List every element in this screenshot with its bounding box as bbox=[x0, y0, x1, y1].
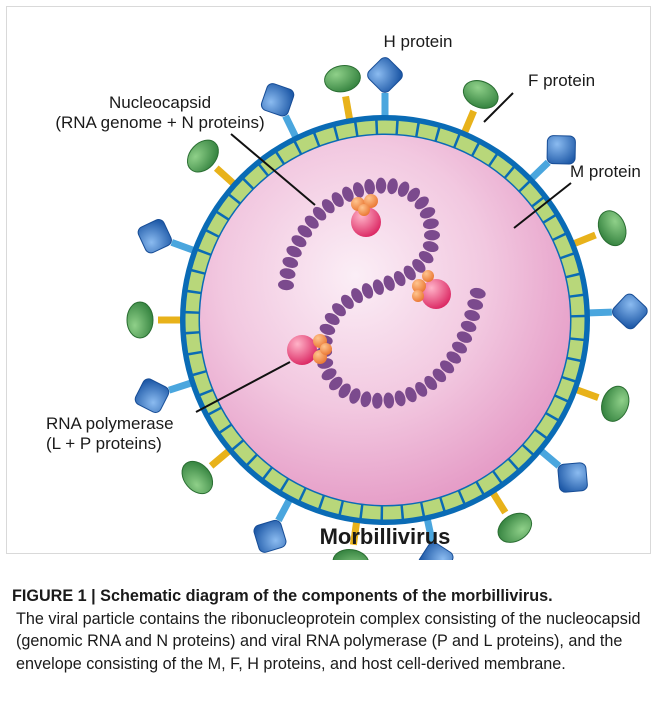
diagram-title: Morbillivirus bbox=[320, 524, 451, 549]
nucleocapsid-label: Nucleocapsid bbox=[109, 93, 211, 112]
h-protein-icon bbox=[365, 55, 405, 95]
h-protein-icon bbox=[133, 377, 171, 415]
f-protein-icon bbox=[127, 302, 153, 338]
h-protein-icon bbox=[260, 82, 296, 118]
polymerase-sublabel: (L + P proteins) bbox=[46, 434, 162, 453]
h-protein-label: H protein bbox=[384, 32, 453, 51]
polymerase-label: RNA polymerase bbox=[46, 414, 174, 433]
f-protein-icon bbox=[459, 75, 502, 113]
f-protein-icon bbox=[597, 382, 634, 425]
rna-polymerase-complex bbox=[287, 334, 332, 365]
m-protein-label: M protein bbox=[570, 162, 641, 181]
h-protein-icon bbox=[547, 136, 575, 164]
f-protein-icon bbox=[322, 63, 362, 95]
nucleocapsid-sublabel: (RNA genome + N proteins) bbox=[55, 113, 264, 132]
rna-polymerase-complex bbox=[351, 194, 381, 237]
f-protein-icon bbox=[593, 207, 631, 250]
f-protein-icon bbox=[331, 547, 370, 560]
caption-title: FIGURE 1 | Schematic diagram of the comp… bbox=[12, 585, 652, 608]
h-protein-icon bbox=[136, 218, 173, 255]
figure-caption: FIGURE 1 | Schematic diagram of the comp… bbox=[12, 585, 652, 675]
f-protein-label: F protein bbox=[528, 71, 595, 90]
f-protein-icon bbox=[493, 507, 537, 548]
h-protein-icon bbox=[252, 519, 287, 554]
h-protein-icon bbox=[610, 292, 650, 332]
n-protein-bead bbox=[424, 230, 440, 240]
morbillivirus-diagram: H protein F protein M protein Nucleocaps… bbox=[0, 0, 659, 560]
h-protein-icon bbox=[558, 462, 588, 492]
caption-body: The viral particle contains the ribonucl… bbox=[12, 608, 652, 676]
